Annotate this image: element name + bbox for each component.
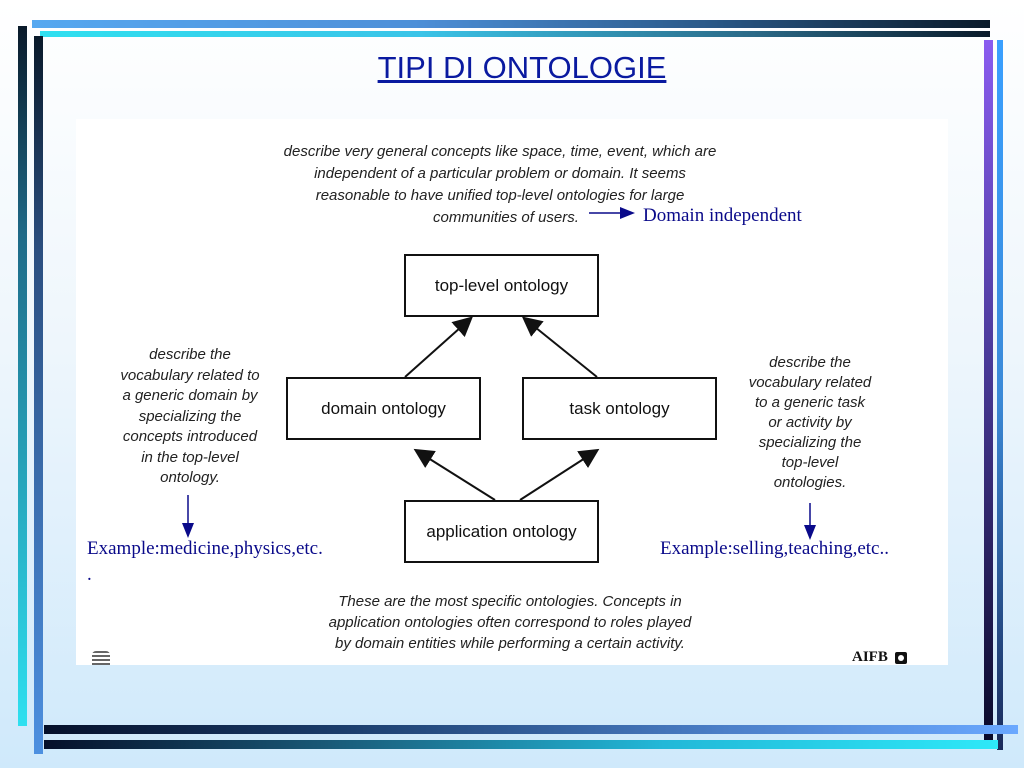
- application-ontology-box: application ontology: [404, 500, 599, 563]
- top-decorative-bar-2: [40, 31, 990, 37]
- right-caption-line: or activity by: [768, 414, 852, 431]
- top-caption-line: independent of a particular problem or d…: [314, 165, 686, 182]
- arrow-task-to-top: [521, 316, 598, 378]
- top-decorative-bar: [32, 20, 990, 28]
- top-caption: describe very general concepts like spac…: [230, 141, 770, 229]
- bottom-caption: These are the most specific ontologies. …: [290, 591, 730, 654]
- task-ontology-box: task ontology: [522, 377, 717, 440]
- left-caption-line: vocabulary related to: [120, 366, 260, 384]
- right-caption-line: specializing the: [758, 434, 862, 451]
- arrow-application-to-task: [519, 448, 600, 501]
- left-caption-line: concepts introduced: [122, 428, 258, 445]
- left-caption-line: in the top-level: [141, 448, 239, 466]
- bottom-decorative-bar-2: [44, 740, 998, 749]
- right-caption-line: ontologies.: [773, 474, 847, 491]
- aifb-logo-mark-icon: [895, 652, 907, 664]
- left-caption-line: describe the: [149, 346, 231, 363]
- bottom-caption-line: application ontologies often correspond …: [328, 614, 692, 631]
- ontology-figure: [76, 119, 948, 665]
- left-caption-line: ontology.: [160, 469, 220, 486]
- small-logo-icon: [92, 651, 110, 665]
- top-caption-line: communities of users.: [433, 209, 579, 226]
- top-caption-line: describe very general concepts like spac…: [283, 143, 717, 160]
- right-caption: describe the vocabulary related to a gen…: [720, 353, 900, 493]
- bottom-decorative-bar: [44, 725, 1018, 734]
- left-caption-line: a generic domain by: [122, 387, 258, 404]
- right-caption-line: describe the: [769, 354, 851, 371]
- arrow-application-to-domain: [413, 448, 496, 501]
- domain-ontology-box: domain ontology: [286, 377, 481, 440]
- right-caption-line: vocabulary related: [748, 374, 872, 391]
- right-decorative-bar-2: [997, 40, 1003, 750]
- left-example-label: Example:medicine,physics,etc.: [87, 538, 323, 559]
- left-example-tail: .: [87, 564, 92, 585]
- top-level-ontology-box: top-level ontology: [404, 254, 599, 317]
- left-decorative-bar-2: [34, 36, 43, 754]
- domain-independent-label: Domain independent: [643, 205, 802, 226]
- right-caption-line: to a generic task: [754, 394, 866, 411]
- aifb-logo: AIFB: [852, 649, 888, 665]
- right-example-label: Example:selling,teaching,etc..: [660, 538, 889, 559]
- slide-title: TIPI DI ONTOLOGIE: [377, 50, 667, 85]
- left-decorative-bar: [18, 26, 27, 726]
- left-caption: describe the vocabulary related to a gen…: [100, 345, 280, 489]
- right-decorative-bar: [984, 40, 993, 740]
- left-caption-line: specializing the: [138, 407, 242, 425]
- right-caption-line: top-level: [781, 454, 839, 471]
- arrow-domain-to-top: [404, 316, 473, 378]
- bottom-caption-line: by domain entities while performing a ce…: [335, 635, 685, 652]
- bottom-caption-line: These are the most specific ontologies. …: [338, 593, 682, 610]
- top-caption-line: reasonable to have unified top-level ont…: [315, 187, 685, 204]
